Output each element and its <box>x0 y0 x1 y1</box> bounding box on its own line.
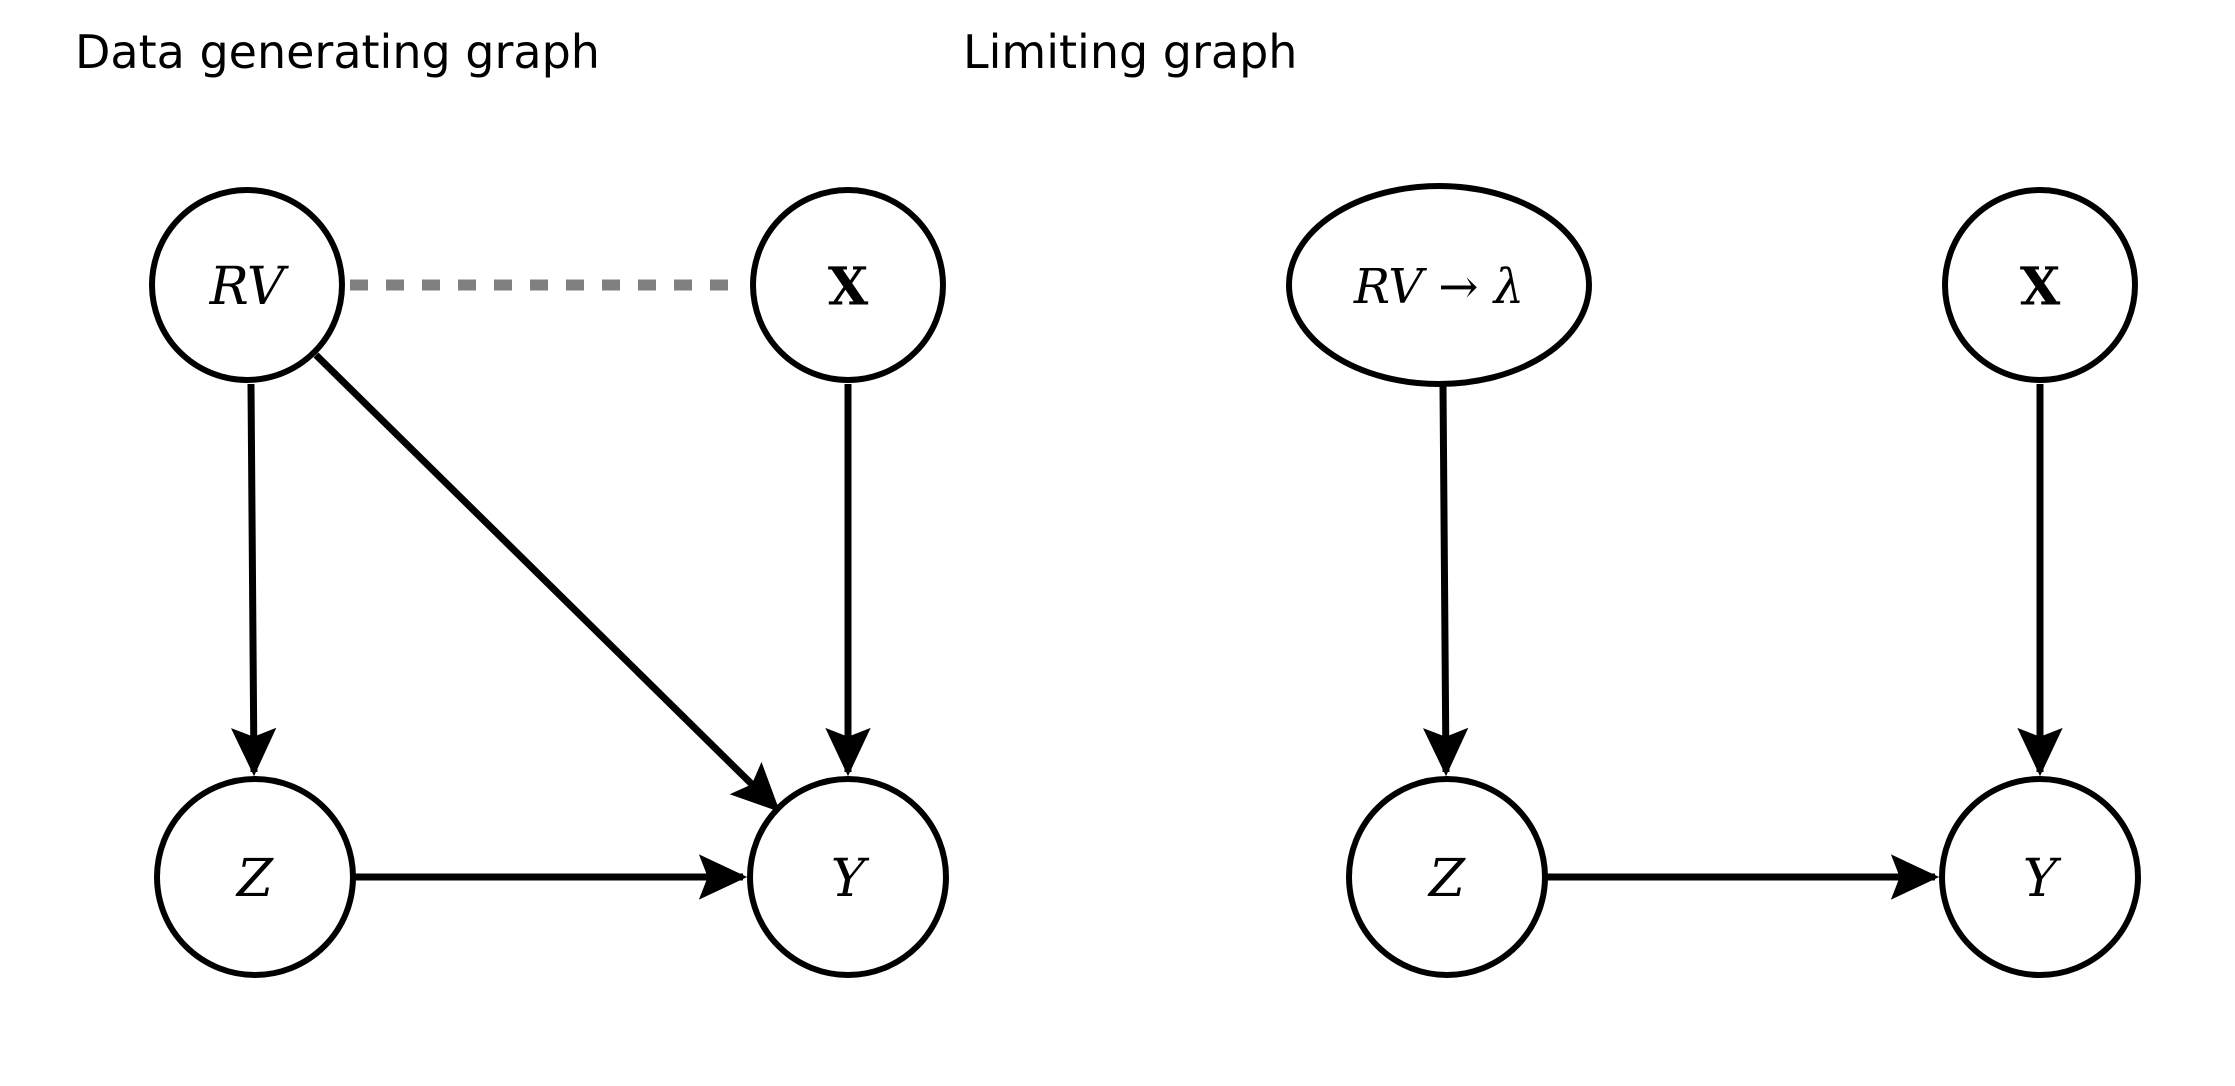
node-z-limiting-label: Z <box>1427 849 1466 909</box>
node-y-circle[interactable] <box>747 776 949 978</box>
panel-limiting-graph: Z --> Y --> Y --> RV → λ X Z <box>1286 183 2141 978</box>
node-x-circle[interactable] <box>750 187 946 383</box>
node-y-limiting[interactable]: Y <box>1939 776 2141 978</box>
edge-rv-to-z <box>230 383 277 777</box>
node-rv-circle[interactable] <box>149 187 345 383</box>
node-x-limiting[interactable]: X <box>1942 187 2138 383</box>
node-rv-lambda-ellipse[interactable] <box>1286 183 1592 387</box>
edge-group-right: Z --> Y --> Y --> <box>1422 384 2063 900</box>
node-x-label: X <box>828 257 869 318</box>
node-x-limiting-circle[interactable] <box>1942 187 2138 383</box>
panel-title-right: Limiting graph <box>963 25 1297 79</box>
panel-title-left: Data generating graph <box>75 25 600 79</box>
node-x-limiting-label: X <box>2020 257 2061 318</box>
node-z[interactable]: Z <box>154 776 356 978</box>
node-rv[interactable]: RV <box>149 187 345 383</box>
node-y-label: Y <box>831 849 870 909</box>
edge-rvlambda-to-z <box>1422 385 1469 777</box>
node-rv-lambda[interactable]: RV → λ <box>1286 183 1592 387</box>
node-rv-label: RV <box>209 257 289 317</box>
node-z-limiting[interactable]: Z <box>1346 776 1548 978</box>
node-z-label: Z <box>235 849 274 909</box>
node-rv-lambda-label: RV → λ <box>1353 259 1524 315</box>
node-x[interactable]: X <box>750 187 946 383</box>
node-y[interactable]: Y <box>747 776 949 978</box>
panel-data-generating-graph: Z : vertical --> Y : diagonal --> Y : ve… <box>149 187 949 978</box>
node-y-limiting-circle[interactable] <box>1939 776 2141 978</box>
edge-group-left: Z : vertical --> Y : diagonal --> Y : ve… <box>230 279 871 900</box>
node-z-limiting-circle[interactable] <box>1346 776 1548 978</box>
node-y-limiting-label: Y <box>2023 849 2062 909</box>
node-z-circle[interactable] <box>154 776 356 978</box>
edge-rv-to-y <box>313 352 780 812</box>
